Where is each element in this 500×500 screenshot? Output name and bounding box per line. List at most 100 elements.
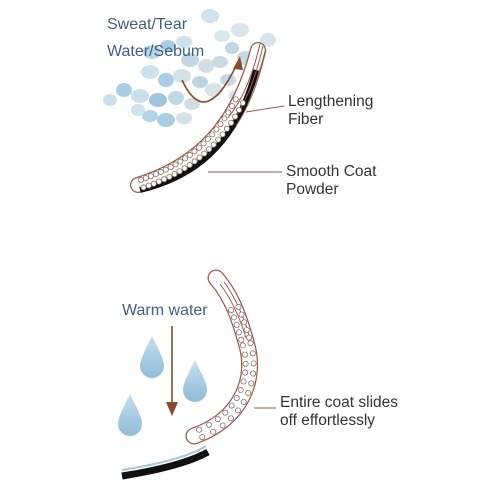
- powder-granule: [201, 150, 208, 157]
- powder-granule: [245, 389, 252, 396]
- powder-granule: [238, 336, 245, 343]
- bare-eyelash-bottom: [121, 448, 210, 480]
- powder-granule: [186, 161, 193, 168]
- powder-granule: [245, 334, 252, 341]
- leader-line-fiber: [245, 105, 285, 113]
- powder-granule: [234, 407, 241, 414]
- powder-granule: [186, 152, 193, 159]
- powder-granule: [233, 394, 240, 401]
- powder-granule: [191, 148, 198, 155]
- label-sweat-tear: Sweat/Tear: [107, 16, 188, 33]
- powder-granule: [217, 121, 224, 128]
- upward-u-arrow: [181, 56, 243, 103]
- powder-granule: [166, 173, 173, 180]
- slides-off-label: Entire coat slides off effortlessly: [280, 394, 398, 430]
- powder-granule: [236, 106, 243, 113]
- powder-granule: [200, 140, 207, 147]
- powder-granule: [155, 178, 162, 185]
- powder-granule: [225, 109, 232, 116]
- powder-granule: [222, 409, 229, 416]
- coated-eyelash-top: [130, 42, 267, 193]
- powder-granule: [181, 165, 188, 172]
- powder-granule: [137, 176, 144, 183]
- moisture-labels: Sweat/Tear Water/Sebum: [107, 16, 204, 62]
- powder-granule: [227, 415, 234, 422]
- powder-granule: [140, 184, 147, 191]
- powder-granule: [228, 307, 235, 314]
- powder-granule: [228, 402, 235, 409]
- smooth-coat-line-1: Smooth Coat: [286, 163, 377, 180]
- powder-granule: [232, 96, 239, 103]
- warm-water-label: Warm water: [122, 302, 208, 319]
- powder-granule: [206, 146, 213, 153]
- bottom-panel: [118, 269, 276, 480]
- powder-granule: [247, 340, 254, 347]
- powder-granule: [145, 182, 152, 189]
- powder-granule: [236, 329, 243, 336]
- powder-granule: [219, 422, 226, 429]
- powder-granule: [199, 434, 206, 441]
- powder-granule: [210, 141, 217, 148]
- powder-granule: [171, 171, 178, 178]
- powder-granule: [162, 166, 169, 173]
- lengthening-fiber-line-2: Fiber: [288, 110, 324, 128]
- powder-granule: [167, 164, 174, 171]
- powder-granule: [243, 326, 250, 333]
- powder-granule: [240, 378, 247, 385]
- smooth-coat-line-2: Powder: [286, 180, 339, 198]
- powder-granule: [238, 311, 245, 318]
- powder-granule: [142, 175, 149, 182]
- powder-granule: [161, 176, 168, 183]
- powder-granule: [177, 158, 184, 165]
- slides-off-line-2: off effortlessly: [280, 411, 376, 429]
- powder-granule: [196, 154, 203, 161]
- powder-granule: [195, 144, 202, 151]
- powder-granule: [206, 421, 213, 428]
- powder-granule: [232, 113, 239, 120]
- water-film: [121, 445, 207, 471]
- powder-granule: [196, 426, 203, 433]
- powder-granule: [241, 351, 248, 358]
- powder-granule: [191, 158, 198, 165]
- powder-granule: [233, 321, 240, 328]
- powder-granule: [235, 303, 242, 310]
- powder-granule: [228, 119, 235, 126]
- powder-granule: [176, 168, 183, 175]
- powder-granule: [250, 360, 257, 367]
- powder-granule: [213, 126, 220, 133]
- powder-granule: [239, 99, 246, 106]
- powder-granule: [250, 370, 257, 377]
- powder-granule: [157, 169, 164, 176]
- warm-water-arrow: [166, 326, 178, 416]
- detached-coat-tube: [185, 269, 259, 445]
- powder-granule: [249, 350, 256, 357]
- smooth-coat-label: Smooth Coat Powder: [286, 163, 376, 199]
- water-droplet-3: [118, 394, 142, 436]
- label-water-sebum: Water/Sebum: [107, 43, 205, 61]
- powder-granule: [215, 136, 222, 143]
- powder-granule: [219, 131, 226, 138]
- powder-granule: [210, 428, 217, 435]
- powder-granule: [214, 416, 221, 423]
- powder-granule: [209, 131, 216, 138]
- powder-granule: [182, 155, 189, 162]
- slides-off-line-1: Entire coat slides: [280, 394, 399, 411]
- lengthening-fiber-line-1: Lengthening: [288, 93, 374, 110]
- top-panel: [103, 9, 285, 193]
- powder-granule: [150, 180, 157, 187]
- powder-granules-top: [137, 96, 246, 191]
- powder-granule: [242, 369, 249, 376]
- powder-granule: [242, 360, 249, 367]
- powder-granule: [231, 314, 238, 321]
- powder-granule: [152, 171, 159, 178]
- powder-granules-bottom: [196, 303, 257, 441]
- water-droplet-2: [183, 360, 207, 402]
- lengthening-fiber-label: Lengthening Fiber: [288, 93, 373, 129]
- powder-granule: [147, 173, 154, 180]
- powder-granule: [237, 386, 244, 393]
- powder-granule: [229, 103, 236, 110]
- water-droplet-1: [140, 336, 164, 378]
- powder-granule: [204, 136, 211, 143]
- powder-granule: [248, 380, 255, 387]
